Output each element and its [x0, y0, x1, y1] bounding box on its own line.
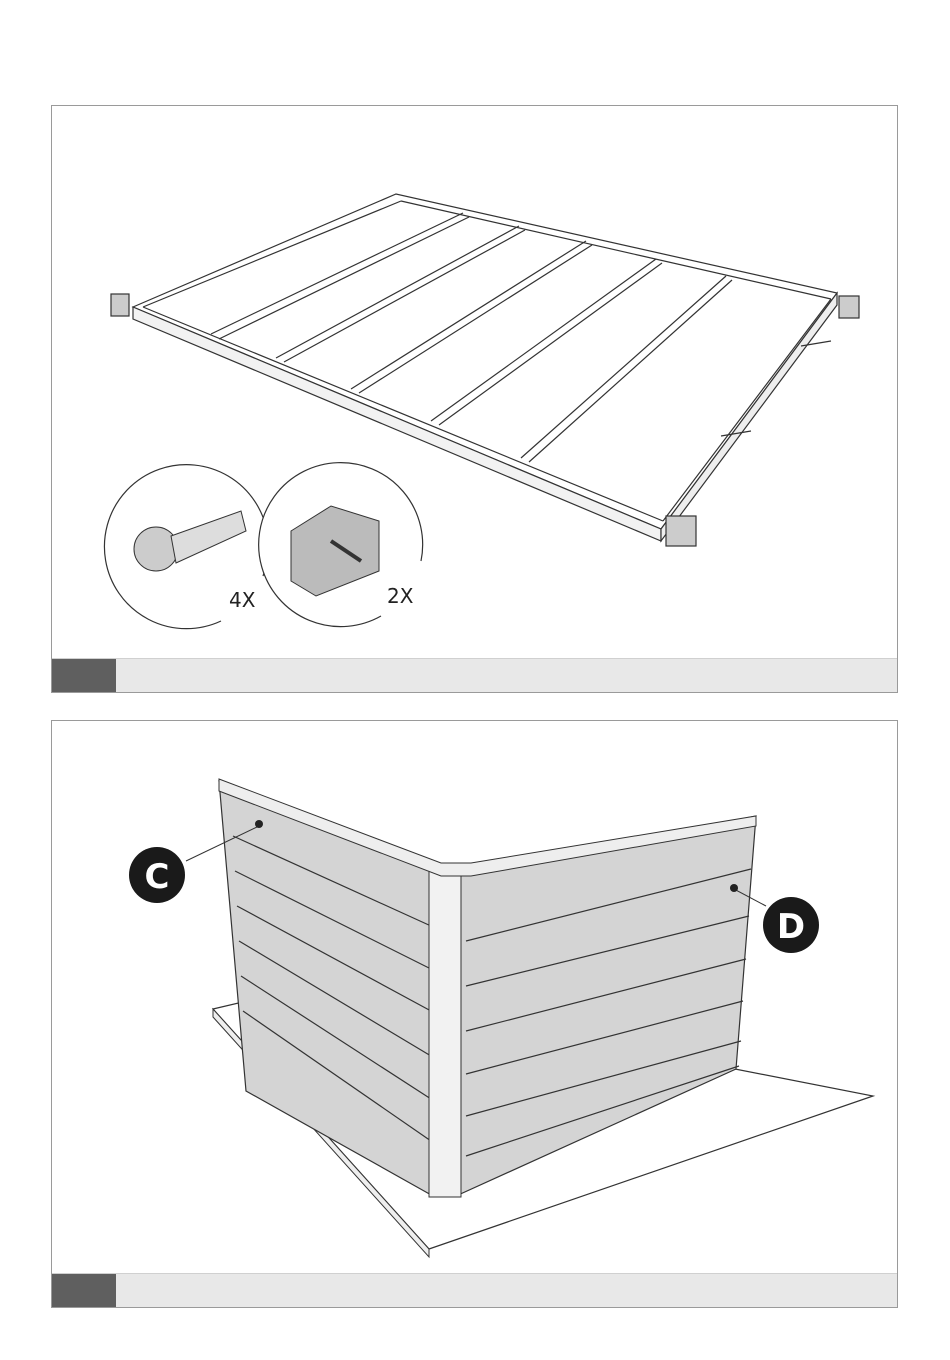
step-1-number-box [52, 659, 116, 692]
step-2-panel: C D [51, 720, 898, 1308]
label-c: C [145, 857, 170, 897]
bracket-quantity: 2X [387, 584, 414, 608]
label-d: D [777, 907, 805, 947]
bracket-callout: 2X [258, 462, 424, 628]
step-2-number-box [52, 1274, 116, 1307]
wall-assembly-illustration: C D [129, 778, 876, 1259]
step-1-panel: 4X 2X [51, 105, 898, 693]
screw-quantity: 4X [229, 588, 256, 612]
label-c-callout: C [129, 847, 185, 903]
step-1-footer-bar [52, 658, 897, 692]
floor-frame-illustration: 4X 2X [103, 193, 860, 630]
screw-callout: 4X [103, 464, 270, 630]
label-d-callout: D [763, 897, 819, 953]
step-2-footer-bar [52, 1273, 897, 1307]
